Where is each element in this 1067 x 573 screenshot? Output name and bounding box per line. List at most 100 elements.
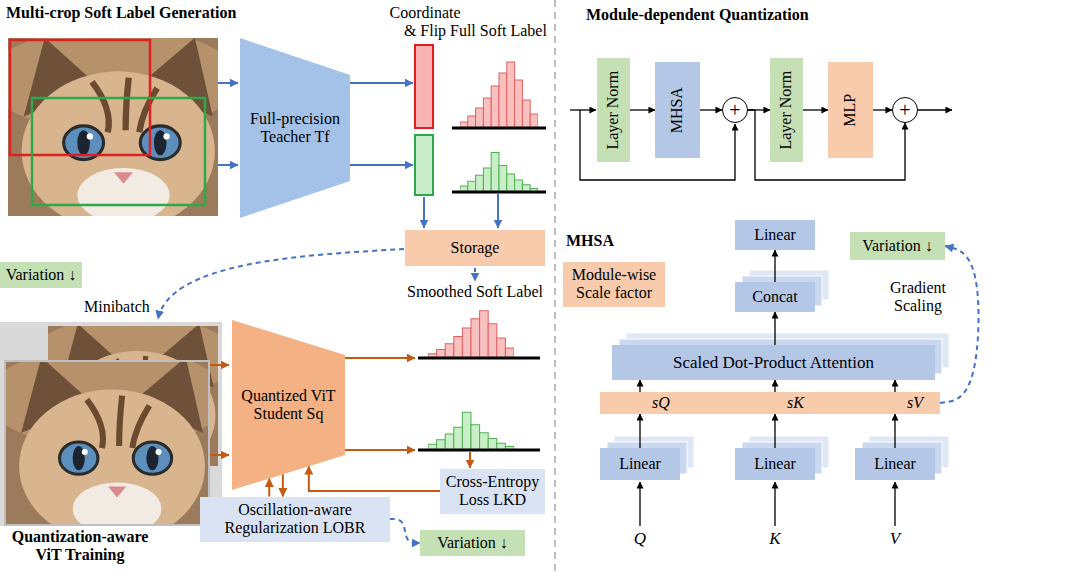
node-text: MHSA xyxy=(668,87,685,133)
step-label: Full Soft Label xyxy=(450,22,547,40)
crop-box-green xyxy=(32,98,205,205)
node-text: Quantized ViT Student Sq xyxy=(241,387,335,422)
node-content: Module-wise Scale factor xyxy=(567,266,661,303)
node-content: MHSA xyxy=(668,87,686,133)
section-title: Multi-crop Soft Label Generation xyxy=(6,4,236,22)
connector-arrow xyxy=(774,380,775,392)
histogram-axis xyxy=(452,127,546,130)
node-content: Linear xyxy=(754,226,796,244)
connector-arrow xyxy=(894,414,895,448)
variation-tag: Variation ↓ xyxy=(0,262,82,288)
storage-box: Storage xyxy=(405,230,545,266)
node-text: Layer Norm xyxy=(604,71,621,150)
input-wire xyxy=(774,482,775,526)
dashed-arrow xyxy=(158,249,404,319)
connector-arrow xyxy=(774,250,775,282)
node-content: Linear xyxy=(619,455,661,473)
node-content: Oscillation-aware Regularization LOBR xyxy=(204,501,386,538)
node-content: Linear xyxy=(754,455,796,473)
connector-arrow xyxy=(268,478,270,496)
connector-arrow xyxy=(700,109,722,110)
connector-arrow xyxy=(639,414,640,448)
layer-norm-block: Layer Norm xyxy=(770,58,803,162)
node-content: Layer Norm xyxy=(604,71,622,150)
sum-node: + xyxy=(722,97,748,123)
flow-arrow xyxy=(218,164,238,166)
flow-arrow xyxy=(210,454,229,456)
input-wire xyxy=(894,482,895,526)
connector-arrow xyxy=(774,312,775,345)
node-content: Variation ↓ xyxy=(6,266,77,284)
input-wire xyxy=(639,482,640,526)
scale-factor-band: sQsKsV xyxy=(600,392,940,414)
node-content: + xyxy=(899,100,910,120)
mlp-block: MLP xyxy=(828,62,873,158)
node-content: Variation ↓ xyxy=(862,237,933,255)
flow-arrow xyxy=(350,82,413,84)
node-content: Full-precision Teacher Tf xyxy=(247,110,343,147)
flow-arrow xyxy=(423,197,425,228)
flow-arrow xyxy=(218,82,238,84)
connector-arrow xyxy=(940,246,979,403)
node-text: Cross-Entropy Loss LKD xyxy=(446,473,539,508)
concat-layer: Concat xyxy=(735,282,815,312)
node-content: Quantized ViT Student Sq xyxy=(238,387,339,424)
connector-arrow xyxy=(774,414,775,448)
student-model: Quantized ViT Student Sq xyxy=(232,320,345,490)
flow-arrow xyxy=(497,194,499,228)
coordinate-vector xyxy=(415,135,433,195)
flow-arrow xyxy=(210,364,229,366)
teacher-model: Full-precision Teacher Tf xyxy=(240,38,350,218)
connector-arrow xyxy=(873,109,892,110)
node-content: Scaled Dot-Product Attention xyxy=(673,353,874,373)
flow-arrow xyxy=(469,452,471,468)
linear-layer: Linear xyxy=(735,448,815,480)
node-text: Oscillation-aware Regularization LOBR xyxy=(225,501,366,536)
connector-arrow xyxy=(894,380,895,392)
variation-tag: Variation ↓ xyxy=(850,232,945,260)
attention-block: MHSA xyxy=(655,62,700,158)
linear-layer: Linear xyxy=(735,220,815,250)
node-text: Linear xyxy=(754,455,796,472)
loss-box: Cross-Entropy Loss LKD xyxy=(440,469,545,514)
input-symbol: K xyxy=(765,529,785,549)
minibatch-photo xyxy=(0,347,228,543)
node-content: Concat xyxy=(752,288,797,306)
node-text: Storage xyxy=(451,239,500,256)
node-content: sQsKsV xyxy=(600,392,940,414)
section-title: Quantization-aware ViT Training xyxy=(5,528,155,565)
node-text: Scaled Dot-Product Attention xyxy=(673,353,874,372)
soft-label-histogram xyxy=(460,152,538,192)
node-content: MLP xyxy=(841,94,859,127)
node-content: Cross-Entropy Loss LKD xyxy=(444,473,541,510)
soft-label-histogram xyxy=(460,62,538,128)
soft-label-histogram xyxy=(428,412,514,450)
connector-arrow xyxy=(282,474,284,496)
input-wire xyxy=(570,109,596,110)
flow-arrow xyxy=(345,449,415,451)
node-content: Linear xyxy=(874,455,916,473)
node-text: Layer Norm xyxy=(777,71,794,150)
node-text: Concat xyxy=(752,288,797,305)
variation-tag: Variation ↓ xyxy=(420,530,525,556)
panel-divider xyxy=(554,0,556,573)
soft-label-histogram xyxy=(428,311,514,358)
node-content: Variation ↓ xyxy=(437,534,508,552)
node-text: Variation ↓ xyxy=(6,266,77,283)
section-title: Module-dependent Quantization xyxy=(586,6,809,24)
connector-arrow xyxy=(639,380,640,392)
connector-arrow xyxy=(803,109,828,110)
scale-factor-note: Module-wise Scale factor xyxy=(563,262,665,307)
node-text: Full-precision Teacher Tf xyxy=(250,110,340,145)
node-content: + xyxy=(729,100,740,120)
flow-arrow xyxy=(345,357,415,359)
coordinate-vector xyxy=(415,45,433,128)
trapezoid-fill xyxy=(240,38,350,218)
node-text: MLP xyxy=(841,94,858,127)
output-wire xyxy=(918,109,952,110)
linear-layer: Linear xyxy=(600,448,680,480)
node-text: sK xyxy=(787,394,804,412)
attention-layer: Scaled Dot-Product Attention xyxy=(612,345,935,380)
input-symbol: Q xyxy=(630,529,650,549)
